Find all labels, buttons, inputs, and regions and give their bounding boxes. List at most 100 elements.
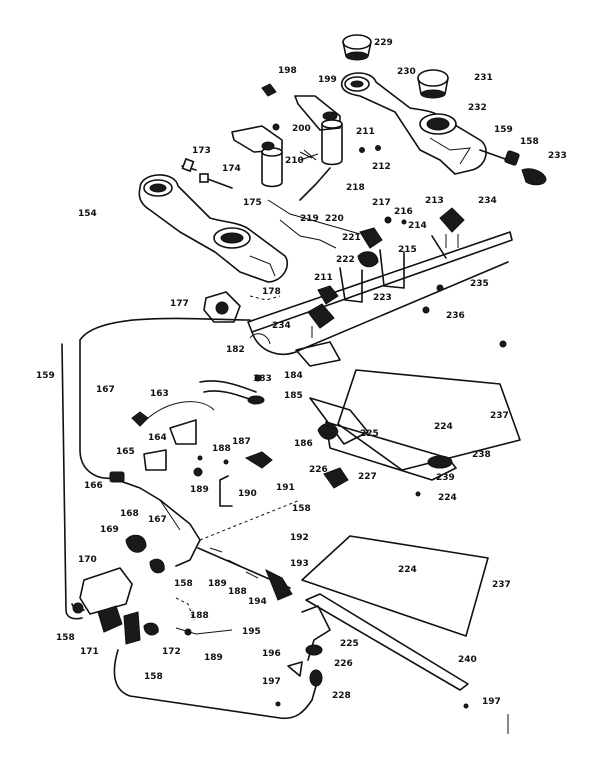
label-215: 215 (398, 245, 417, 255)
label-175: 175 (243, 198, 262, 208)
screw-197-right (463, 703, 469, 709)
label-216: 216 (394, 207, 413, 217)
bracket-164 (169, 419, 197, 445)
label-211-mid: 211 (314, 273, 333, 283)
screw-211 (359, 147, 365, 153)
label-158-bottom: 158 (144, 672, 163, 682)
label-167-top: 167 (96, 385, 115, 395)
screw-188 (197, 455, 203, 461)
fitting-172 (143, 622, 159, 636)
label-184: 184 (284, 371, 303, 381)
label-218: 218 (346, 183, 365, 193)
label-240: 240 (458, 655, 477, 665)
regulator-171 (97, 605, 123, 633)
label-154: 154 (78, 209, 97, 219)
fitting-228 (309, 669, 323, 687)
burner-arm-154 (138, 174, 289, 283)
label-226-lower: 226 (334, 659, 353, 669)
burner-tube-210 (231, 125, 283, 188)
valve-186 (244, 451, 273, 469)
label-236: 236 (446, 311, 465, 321)
valve-211-lower (317, 285, 339, 305)
screw-197 (275, 701, 281, 707)
stem-214 (431, 235, 447, 259)
orifice-226-lower (305, 644, 323, 656)
nut-189 (193, 467, 203, 477)
label-232: 232 (468, 103, 487, 113)
label-239: 239 (436, 473, 455, 483)
label-190: 190 (238, 489, 257, 499)
label-237-lower: 237 (492, 580, 511, 590)
pipe-159 (61, 343, 83, 620)
wire-175 (299, 167, 331, 201)
label-188-low: 188 (228, 587, 247, 597)
regulator-assembly (71, 499, 317, 720)
tray-237-upper (337, 369, 521, 471)
screw-236 (422, 306, 430, 314)
label-237-upper: 237 (490, 411, 509, 421)
label-159-top: 159 (494, 125, 513, 135)
label-229: 229 (374, 38, 393, 48)
label-171: 171 (80, 647, 99, 657)
label-197-right: 197 (482, 697, 501, 707)
fitting-158-b (149, 558, 165, 574)
screw-217 (384, 216, 392, 224)
bracket-222 (379, 249, 405, 289)
label-222: 222 (336, 255, 355, 265)
screw-212 (375, 145, 381, 151)
label-165: 165 (116, 447, 135, 457)
label-225-lower: 225 (340, 639, 359, 649)
label-159-left: 159 (36, 371, 55, 381)
label-197-left: 197 (262, 677, 281, 687)
label-212: 212 (372, 162, 391, 172)
bracket-223 (339, 267, 363, 303)
label-173: 173 (192, 146, 211, 156)
label-170: 170 (78, 555, 97, 565)
label-164: 164 (148, 433, 167, 443)
rod-218 (267, 199, 361, 235)
label-224-mid: 224 (438, 493, 457, 503)
mark-dot (499, 340, 507, 348)
label-163: 163 (150, 389, 169, 399)
screw-200 (272, 123, 280, 131)
label-188-mid: 188 (212, 444, 231, 454)
fitting-158-left (72, 602, 84, 614)
label-225-upper: 225 (360, 429, 379, 439)
clip-185 (247, 395, 265, 405)
label-226-upper: 226 (309, 465, 328, 475)
label-219: 219 (300, 214, 319, 224)
label-223: 223 (373, 293, 392, 303)
tube-174-end (199, 173, 209, 183)
valve-193 (265, 568, 293, 601)
oven-burner-assembly (275, 369, 521, 709)
label-189-bottom: 189 (204, 653, 223, 663)
label-189-low: 189 (208, 579, 227, 589)
burner-238 (325, 421, 457, 481)
regulator-170 (79, 567, 133, 615)
screw-224 (415, 491, 421, 497)
label-233: 233 (548, 151, 567, 161)
callout-labels: 229 198 199 230 231 232 200 211 159 158 … (36, 38, 567, 707)
clip-178 (249, 295, 281, 301)
label-217: 217 (372, 198, 391, 208)
screw-187 (223, 459, 229, 465)
label-224-upper: 224 (434, 422, 453, 432)
plate-165 (143, 449, 167, 471)
label-177: 177 (170, 299, 189, 309)
label-185: 185 (284, 391, 303, 401)
valve-213-upper (439, 207, 465, 248)
orifice-226 (317, 423, 339, 440)
gas-rail-158 (199, 499, 301, 541)
label-158-left: 158 (56, 633, 75, 643)
label-235: 235 (470, 279, 489, 289)
label-174: 174 (222, 164, 241, 174)
label-169: 169 (100, 525, 119, 535)
valve-177 (203, 291, 241, 323)
label-238: 238 (472, 450, 491, 460)
upper-burner-assembly (231, 34, 547, 201)
label-200: 200 (292, 124, 311, 134)
wire-219 (279, 219, 337, 249)
label-158-mid2: 158 (174, 579, 193, 589)
label-158-mid: 158 (292, 504, 311, 514)
